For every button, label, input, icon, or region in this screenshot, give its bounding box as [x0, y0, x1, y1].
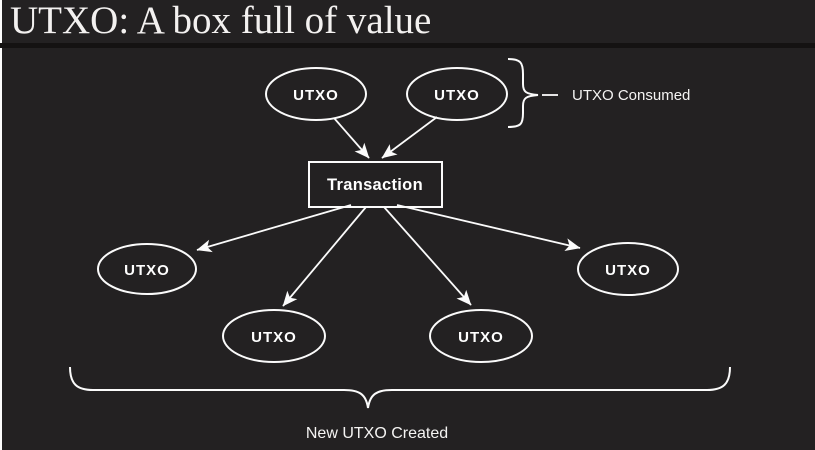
slide-title: UTXO: A box full of value — [10, 0, 432, 42]
utxo-input-node-1: UTXO — [265, 67, 367, 121]
utxo-output-label-3: UTXO — [458, 329, 504, 346]
arrow-input-1-to-transaction — [333, 117, 370, 159]
title-divider — [0, 43, 815, 48]
arrow-input-2-to-transaction — [381, 116, 438, 159]
utxo-output-ellipse-4 — [577, 242, 679, 296]
created-brace — [69, 366, 731, 409]
transaction-node: Transaction — [308, 161, 443, 208]
utxo-input-label-2: UTXO — [434, 87, 480, 104]
arrow-transaction-to-output-3 — [383, 206, 472, 306]
arrow-transaction-to-output-1 — [196, 204, 352, 253]
utxo-input-node-2: UTXO — [406, 67, 508, 121]
transaction-rect — [308, 161, 443, 208]
arrow-transaction-to-output-2 — [282, 206, 367, 307]
transaction-label: Transaction — [327, 176, 423, 194]
utxo-output-node-1: UTXO — [97, 243, 197, 295]
utxo-output-node-2: UTXO — [222, 309, 326, 363]
utxo-input-ellipse-2 — [406, 67, 508, 121]
utxo-output-ellipse-3 — [429, 309, 533, 363]
consumed-brace — [507, 58, 539, 128]
utxo-output-node-3: UTXO — [429, 309, 533, 363]
utxo-input-label-1: UTXO — [293, 87, 339, 104]
created-caption: New UTXO Created — [306, 425, 448, 442]
utxo-output-label-1: UTXO — [124, 262, 170, 279]
utxo-output-label-4: UTXO — [605, 262, 651, 279]
utxo-output-label-2: UTXO — [251, 329, 297, 346]
arrow-transaction-to-output-4 — [396, 204, 581, 252]
left-edge-line — [0, 0, 2, 450]
utxo-output-ellipse-1 — [97, 243, 197, 295]
utxo-input-ellipse-1 — [265, 67, 367, 121]
utxo-output-node-4: UTXO — [577, 242, 679, 296]
consumed-caption: UTXO Consumed — [572, 87, 690, 104]
utxo-output-ellipse-2 — [222, 309, 326, 363]
